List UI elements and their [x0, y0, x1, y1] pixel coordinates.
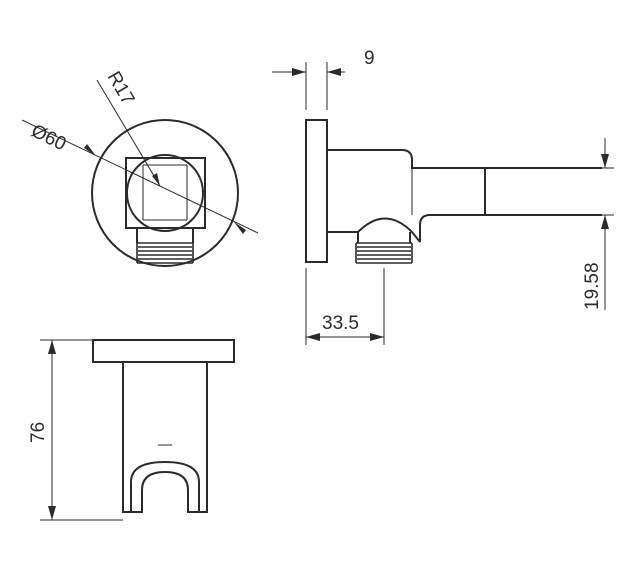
radius-arrow [152, 173, 160, 186]
holder-body-outline [122, 362, 208, 513]
side-bottom-boss [352, 217, 421, 243]
dim-76-arrow-top [48, 340, 56, 354]
radius-label: R17 [103, 68, 139, 109]
dim-19-58-label: 19.58 [582, 262, 603, 310]
holder-view: 76 [28, 339, 235, 521]
dim-19-58-arrow-top [601, 154, 609, 168]
diameter-leader-line [21, 119, 259, 234]
dim-33-5-arrow-right [370, 333, 384, 341]
front-square-body [125, 157, 206, 229]
dim-33-5-label: 33.5 [322, 313, 359, 334]
radius-leader-line [96, 79, 161, 187]
dim-76-arrow-bottom [48, 506, 56, 520]
dim-76-label: 76 [28, 422, 49, 443]
diameter-arrow-upper [84, 144, 96, 156]
dim-9-label: 9 [364, 48, 375, 69]
dim-9-arrow-right [327, 68, 341, 76]
side-body-outline [327, 149, 486, 242]
side-thread-connector [355, 232, 413, 264]
front-plate-outer-circle [91, 119, 239, 267]
dim-19-58-arrow-bottom [601, 215, 609, 229]
diameter-label: Ø60 [28, 121, 69, 156]
front-view: Ø60 R17 [21, 68, 259, 267]
holder-top-plate [92, 339, 235, 363]
dim-9-arrow-left [292, 68, 306, 76]
holder-clip-outer [130, 460, 200, 512]
side-view: 9 33.5 19.58 [272, 48, 614, 345]
side-flange [305, 119, 328, 263]
dim-33-5-arrow-left [306, 333, 320, 341]
diameter-arrow-lower [234, 222, 246, 234]
front-thread-connector [136, 228, 194, 264]
